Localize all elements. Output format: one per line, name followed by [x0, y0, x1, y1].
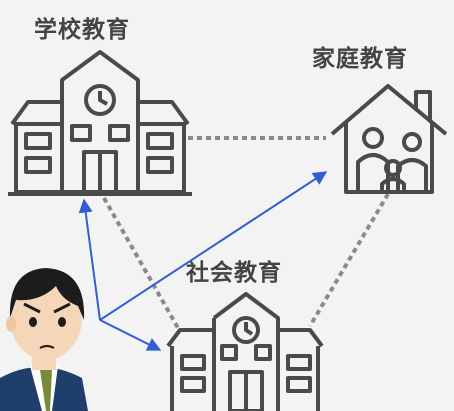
- blue-arrows: [78, 171, 328, 351]
- house-family-icon: [330, 84, 448, 194]
- school-education-label: 学校教育: [34, 17, 130, 43]
- connector-family-social: [308, 192, 390, 328]
- connector-school-social: [102, 197, 180, 329]
- family-education-label: 家庭教育: [312, 46, 408, 72]
- arrow-to-school: [78, 198, 101, 321]
- social-education-label: 社会教育: [186, 260, 282, 286]
- dotted-connectors: [102, 136, 390, 329]
- arrow-to-family: [99, 171, 328, 321]
- arrow-to-social: [99, 319, 162, 351]
- school-building-icon: [8, 50, 192, 196]
- community-building-icon: [166, 292, 324, 411]
- angry-businessman-icon: [0, 268, 88, 411]
